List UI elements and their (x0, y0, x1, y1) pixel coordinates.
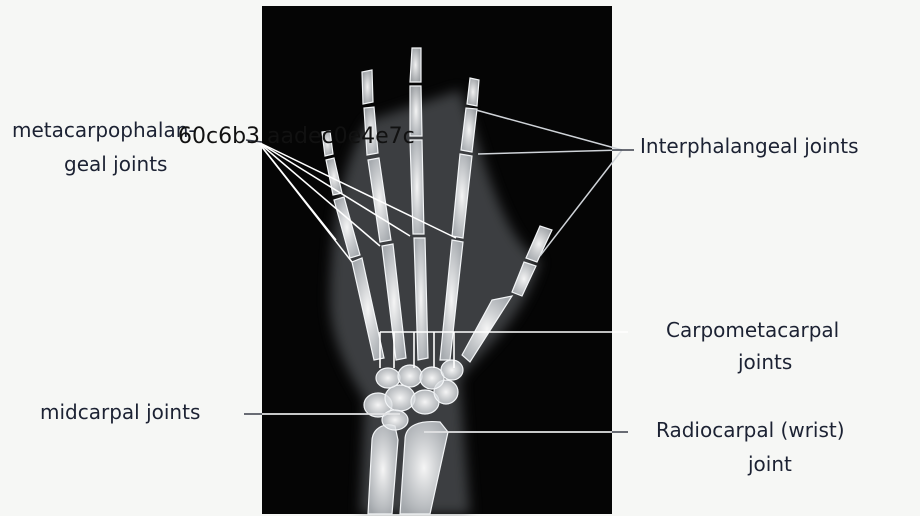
label-midcarpal: midcarpal joints (40, 400, 200, 424)
label-carpometacarpal-line2: joints (738, 350, 792, 374)
label-carpometacarpal-line1: Carpometacarpal (666, 318, 839, 342)
label-metacarpophalangeal-line1: metacarpophalan- (12, 118, 196, 142)
label-radiocarpal-line1: Radiocarpal (wrist) (656, 418, 845, 442)
label-metacarpophalangeal-line2: geal joints (64, 152, 167, 176)
label-radiocarpal-line2: joint (748, 452, 792, 476)
ulna-bone (368, 425, 398, 514)
overlay-code-text: 60c6b3 aadec0e4e7c (178, 124, 415, 149)
label-interphalangeal: Interphalangeal joints (640, 134, 859, 158)
